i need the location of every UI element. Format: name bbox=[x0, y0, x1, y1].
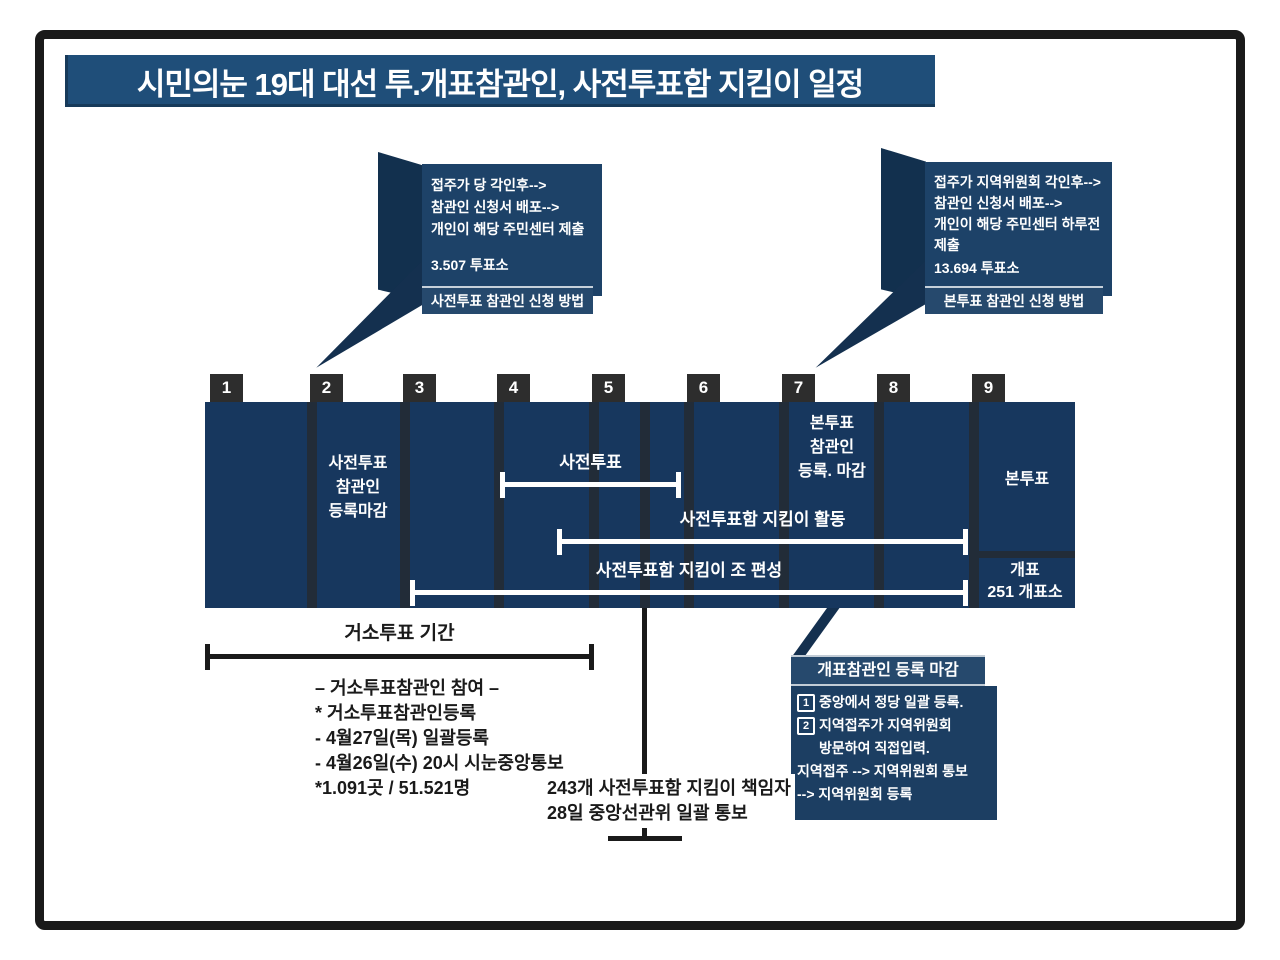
day-tab-5: 5 bbox=[592, 374, 625, 402]
column-divider bbox=[307, 402, 317, 608]
early-voting-range-label: 사전투표 bbox=[559, 453, 622, 472]
page-title: 시민의눈 19대 대선 투.개표참관인, 사전투표함 지킴이 일정 bbox=[136, 66, 864, 102]
day-tab-9: 9 bbox=[972, 374, 1005, 402]
col7-label: 본투표 참관인 등록. 마감 bbox=[798, 415, 866, 480]
range-tick bbox=[205, 644, 210, 670]
column-divider-connector bbox=[640, 402, 650, 608]
home-voting-note-line: – 거소투표참관인 참여 – bbox=[315, 678, 500, 698]
column-divider bbox=[589, 402, 599, 608]
range-tick bbox=[963, 580, 968, 606]
range-tick bbox=[557, 529, 562, 555]
pre-vote-callout-line: 참관인 신청서 배포--> bbox=[431, 199, 560, 215]
keeper-connector-line bbox=[642, 608, 647, 836]
numbered-badge-2: 2 bbox=[797, 717, 815, 735]
counting-box-text: 방문하여 직접입력. bbox=[819, 740, 930, 756]
counting-box-title: 개표참관인 등록 마감 bbox=[791, 655, 985, 686]
day-tab-1: 1 bbox=[210, 374, 243, 402]
home-voting-notes: – 거소투표참관인 참여 – * 거소투표참관인등록 - 4월27일(목) 일괄… bbox=[315, 676, 564, 801]
col9-separator bbox=[979, 551, 1075, 558]
home-voting-note-line: - 4월27일(목) 일괄등록 bbox=[315, 728, 489, 748]
day-tab-7: 7 bbox=[782, 374, 815, 402]
col2-label: 사전투표 참관인 등록마감 bbox=[328, 455, 388, 520]
pre-vote-callout-caption: 사전투표 참관인 신청 방법 bbox=[422, 286, 593, 314]
counting-box-text: 중앙에서 정당 일괄 등록. bbox=[819, 694, 964, 710]
column-divider bbox=[779, 402, 789, 608]
range-tick bbox=[410, 580, 415, 606]
home-voting-range-label: 거소투표 기간 bbox=[344, 623, 455, 644]
range-bar bbox=[205, 654, 594, 659]
pre-vote-station-count: 3.507 투표소 bbox=[431, 257, 509, 273]
col9-main-vote-label: 본투표 bbox=[1004, 471, 1050, 488]
guard-team-range bbox=[410, 580, 968, 606]
numbered-badge-1: 1 bbox=[797, 694, 815, 712]
guard-activity-range-label: 사전투표함 지킴이 활동 bbox=[679, 510, 846, 529]
main-vote-callout-caption: 본투표 참관인 신청 방법 bbox=[925, 286, 1103, 314]
pre-vote-callout-line: 접주가 당 각인후--> bbox=[431, 177, 547, 193]
range-tick bbox=[500, 472, 505, 498]
day-tab-8: 8 bbox=[877, 374, 910, 402]
main-vote-callout-line: 제출 bbox=[934, 237, 960, 253]
counting-box-line: --> 지역위원회 등록 bbox=[797, 783, 991, 806]
range-bar bbox=[557, 539, 968, 544]
column-divider bbox=[400, 402, 410, 608]
home-voting-note-line: - 4월26일(수) 20시 시눈중앙통보 bbox=[315, 753, 564, 773]
home-voting-range bbox=[205, 644, 594, 670]
range-bar bbox=[500, 482, 681, 487]
range-tick bbox=[676, 472, 681, 498]
counting-box-line: 방문하여 직접입력. bbox=[797, 737, 991, 760]
guard-activity-range bbox=[557, 529, 968, 555]
counting-box-text: 지역접주가 지역위원회 bbox=[819, 717, 952, 733]
counting-box-text: --> 지역위원회 등록 bbox=[797, 786, 913, 802]
counting-box-text: 지역접주 --> 지역위원회 통보 bbox=[797, 763, 968, 779]
home-voting-note-line: * 거소투표참관인등록 bbox=[315, 703, 477, 723]
guard-team-range-label: 사전투표함 지킴이 조 편성 bbox=[595, 561, 783, 580]
keeper-note: 243개 사전투표함 지킴이 책임자 28일 중앙선관위 일괄 통보 bbox=[543, 774, 795, 828]
column-divider bbox=[874, 402, 884, 608]
day-tab-6: 6 bbox=[687, 374, 720, 402]
range-bar bbox=[410, 590, 968, 595]
main-vote-callout-line: 개인이 해당 주민센터 하루전 bbox=[934, 216, 1101, 232]
column-divider bbox=[684, 402, 694, 608]
keeper-note-line: 28일 중앙선관위 일괄 통보 bbox=[547, 803, 748, 823]
column-divider bbox=[494, 402, 504, 608]
main-vote-callout-line: 접주가 지역위원회 각인후--> bbox=[934, 174, 1101, 190]
range-tick bbox=[589, 644, 594, 670]
pre-vote-callout-line: 개인이 해당 주민센터 제출 bbox=[431, 221, 585, 237]
home-voting-note-line: *1.091곳 / 51.521명 bbox=[315, 778, 471, 798]
pre-vote-callout-box: 접주가 당 각인후--> 참관인 신청서 배포--> 개인이 해당 주민센터 제… bbox=[422, 164, 602, 296]
keeper-note-line: 243개 사전투표함 지킴이 책임자 bbox=[547, 778, 791, 798]
day-tab-2: 2 bbox=[310, 374, 343, 402]
keeper-connector-endcap bbox=[608, 836, 682, 841]
range-tick bbox=[963, 529, 968, 555]
day-tab-3: 3 bbox=[403, 374, 436, 402]
counting-box-line: 지역접주 --> 지역위원회 통보 bbox=[797, 760, 991, 783]
day-tab-4: 4 bbox=[497, 374, 530, 402]
column-divider bbox=[969, 402, 979, 608]
main-vote-station-count: 13.694 투표소 bbox=[934, 260, 1020, 276]
early-voting-range bbox=[500, 472, 681, 498]
main-vote-callout-line: 참관인 신청서 배포--> bbox=[934, 195, 1063, 211]
col9-counting-label: 개표 251 개표소 bbox=[987, 562, 1063, 601]
title-bar: 시민의눈 19대 대선 투.개표참관인, 사전투표함 지킴이 일정 bbox=[65, 55, 935, 107]
main-vote-callout-box: 접주가 지역위원회 각인후--> 참관인 신청서 배포--> 개인이 해당 주민… bbox=[925, 162, 1112, 296]
